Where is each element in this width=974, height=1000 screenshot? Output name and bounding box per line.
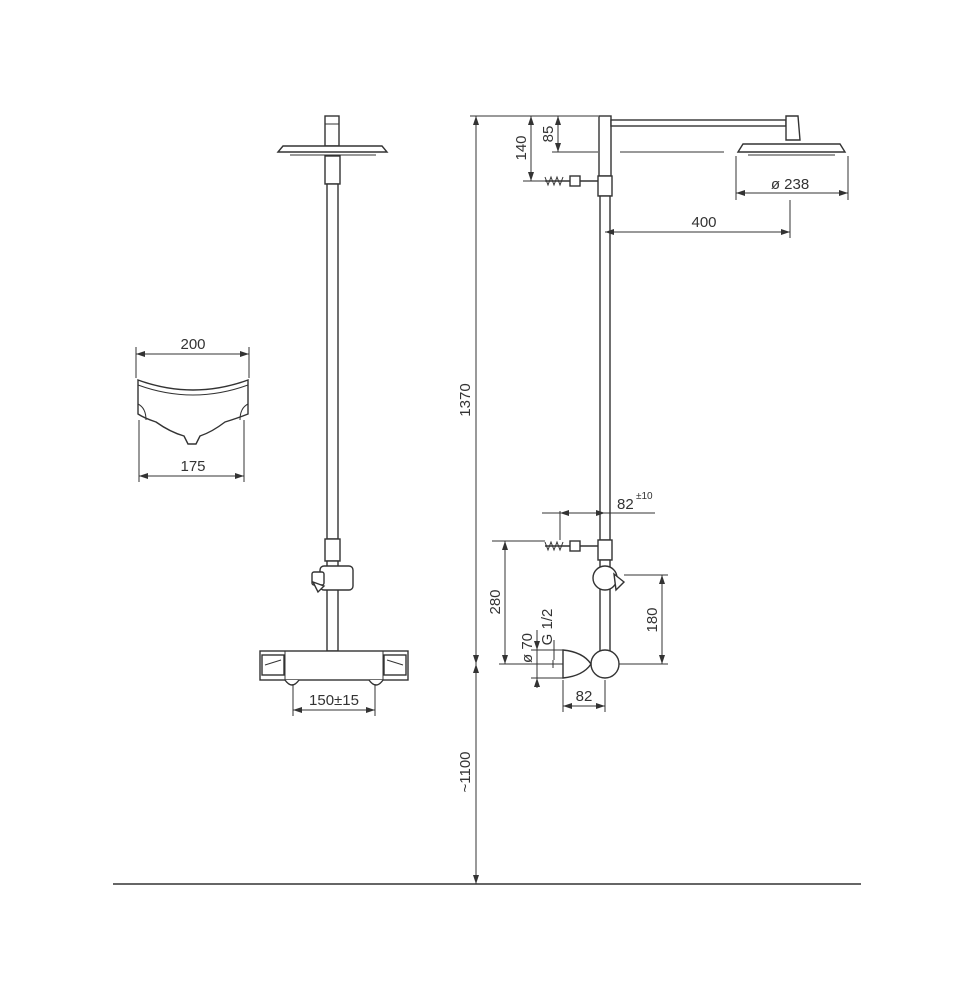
front-showerhead-connector <box>324 115 340 147</box>
side-dim-400: 400 <box>605 200 791 238</box>
front-showerhead <box>276 145 389 153</box>
side-dim-showerhead: ø 238 <box>735 156 849 200</box>
side-dim-400-label: 400 <box>691 214 716 231</box>
side-dim-1370: 1370 <box>457 115 523 664</box>
side-valve-body <box>590 649 620 679</box>
side-dim-floor: ~1100 <box>457 664 479 884</box>
side-dim-floor-label: ~1100 <box>457 751 474 792</box>
side-dim-280: 280 <box>487 540 553 665</box>
side-thread-label: G 1/2 <box>539 609 556 646</box>
top-view-body <box>137 379 249 445</box>
side-dim-bracket-tolerance: ±10 <box>636 491 653 502</box>
side-riser-collar <box>597 175 613 197</box>
side-escutcheon <box>562 649 592 679</box>
top-dim-width: 200 <box>135 336 250 378</box>
side-handshower-holder <box>592 565 618 591</box>
side-dim-valve-depth-label: 82 <box>576 688 593 705</box>
side-dim-1370-label: 1370 <box>457 383 474 416</box>
side-dim-valve-depth: 82 <box>562 680 606 712</box>
side-dim-180: 180 <box>619 574 668 665</box>
side-wall-anchor-bottom <box>544 540 598 552</box>
front-handshower-holder <box>319 565 354 591</box>
side-showerhead <box>736 143 847 153</box>
side-dim-140-label: 140 <box>513 135 530 160</box>
front-riser-pipe <box>326 183 339 540</box>
side-dim-bracket: 82 ±10 <box>542 491 655 540</box>
front-riser-joint <box>324 538 341 562</box>
front-riser-top <box>324 155 341 185</box>
side-dim-showerhead-label: ø 238 <box>771 176 809 193</box>
side-riser-top <box>598 115 612 177</box>
top-dim-bottom: 175 <box>138 420 245 482</box>
side-wall-anchor-top <box>544 175 598 187</box>
side-dim-escutcheon: ø 70 <box>519 630 563 688</box>
side-view: 140 85 ø 238 400 <box>457 115 849 884</box>
side-dim-85: 85 <box>540 116 598 153</box>
side-dim-180-label: 180 <box>644 607 661 632</box>
front-view: 150±15 <box>259 115 409 716</box>
front-dim-valve-spacing-label: 150±15 <box>309 692 359 709</box>
front-dim-valve-spacing: 150±15 <box>292 684 376 716</box>
top-view: 200 175 <box>135 336 250 482</box>
side-riser-pipe <box>599 195 611 541</box>
side-dim-bracket-label: 82 <box>617 496 634 513</box>
side-dim-escutcheon-label: ø 70 <box>519 633 536 663</box>
side-shower-arm <box>610 119 787 127</box>
side-dim-140: 140 <box>513 115 598 182</box>
top-dim-bottom-label: 175 <box>180 458 205 475</box>
top-dim-width-label: 200 <box>180 336 205 353</box>
side-dim-280-label: 280 <box>487 589 504 614</box>
side-dim-85-label: 85 <box>540 126 557 143</box>
